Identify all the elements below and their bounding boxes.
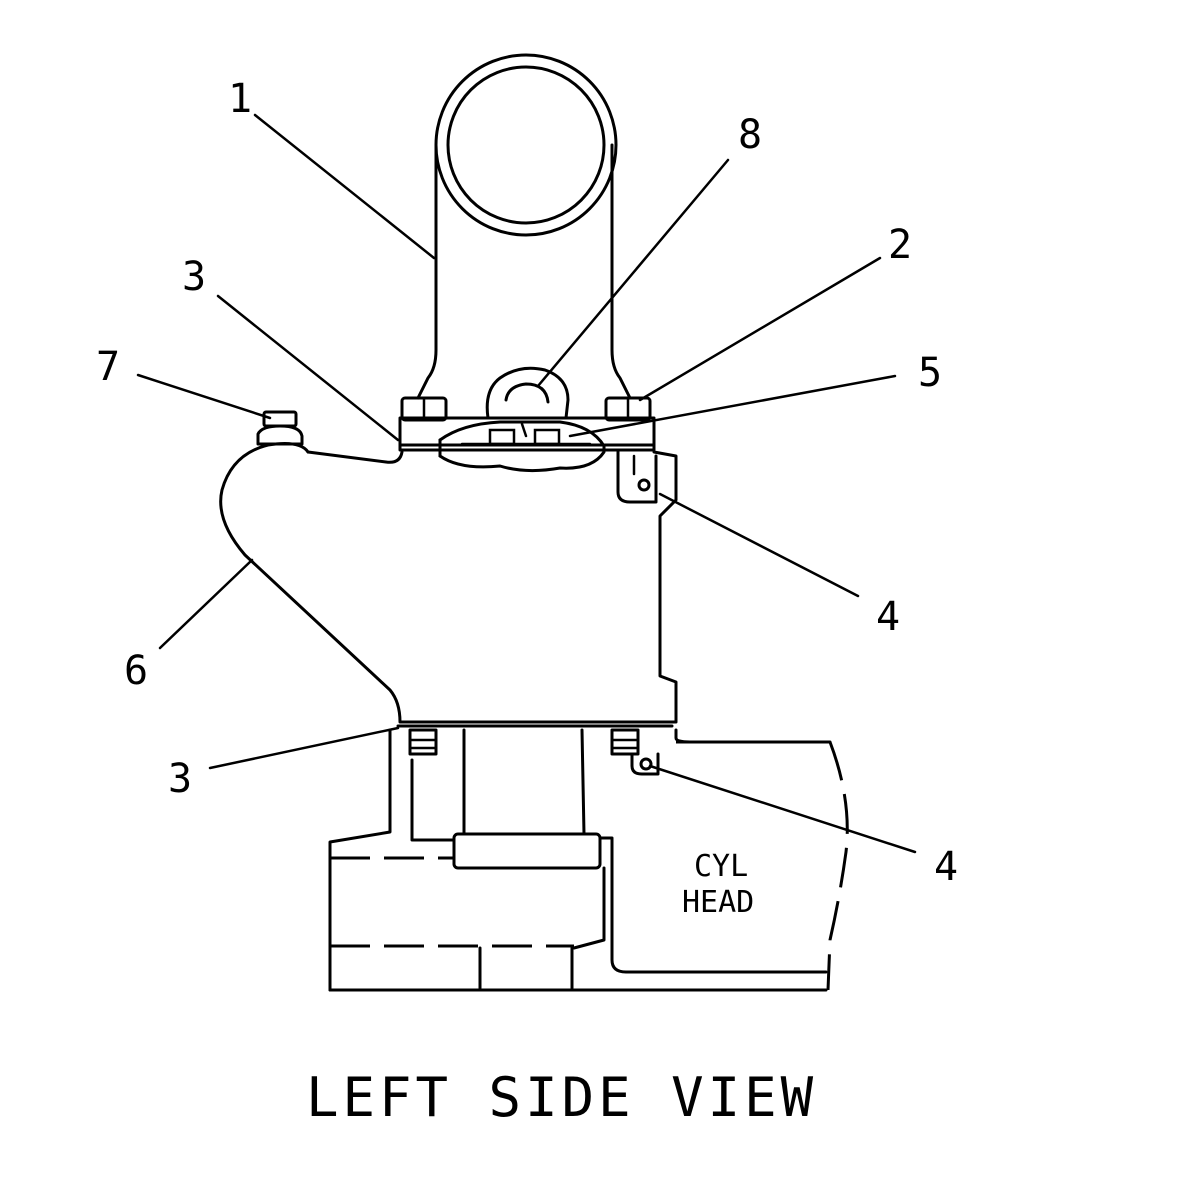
exhaust-port-neck xyxy=(328,728,832,992)
bracket-lower xyxy=(630,752,660,776)
callout-4-lower: 4 xyxy=(934,844,958,890)
cap-fitting xyxy=(256,410,304,446)
callout-3-lower: 3 xyxy=(168,756,192,802)
callout-2: 2 xyxy=(888,222,912,268)
flange-bolt-right xyxy=(604,396,652,422)
callout-5: 5 xyxy=(918,350,942,396)
cyl-head-label-line1: CYL xyxy=(694,849,748,884)
manifold-body xyxy=(219,442,678,724)
lower-flange xyxy=(396,724,674,756)
cyl-head-label-line2: HEAD xyxy=(682,885,754,920)
callout-3-upper: 3 xyxy=(182,254,206,300)
leader-lines xyxy=(136,113,917,854)
callout-4-upper: 4 xyxy=(876,594,900,640)
view-caption: LEFT SIDE VIEW xyxy=(306,1066,817,1129)
elbow-pipe xyxy=(416,53,632,400)
flange-bolt-left xyxy=(400,396,448,422)
lifting-eye xyxy=(485,366,570,420)
callout-8: 8 xyxy=(738,112,762,158)
gasket-assembly xyxy=(438,420,606,473)
callout-6: 6 xyxy=(124,648,148,694)
callout-7: 7 xyxy=(96,344,120,390)
callout-1: 1 xyxy=(228,76,252,122)
cylinder-head-outline xyxy=(328,740,849,992)
bracket-upper xyxy=(616,450,658,504)
